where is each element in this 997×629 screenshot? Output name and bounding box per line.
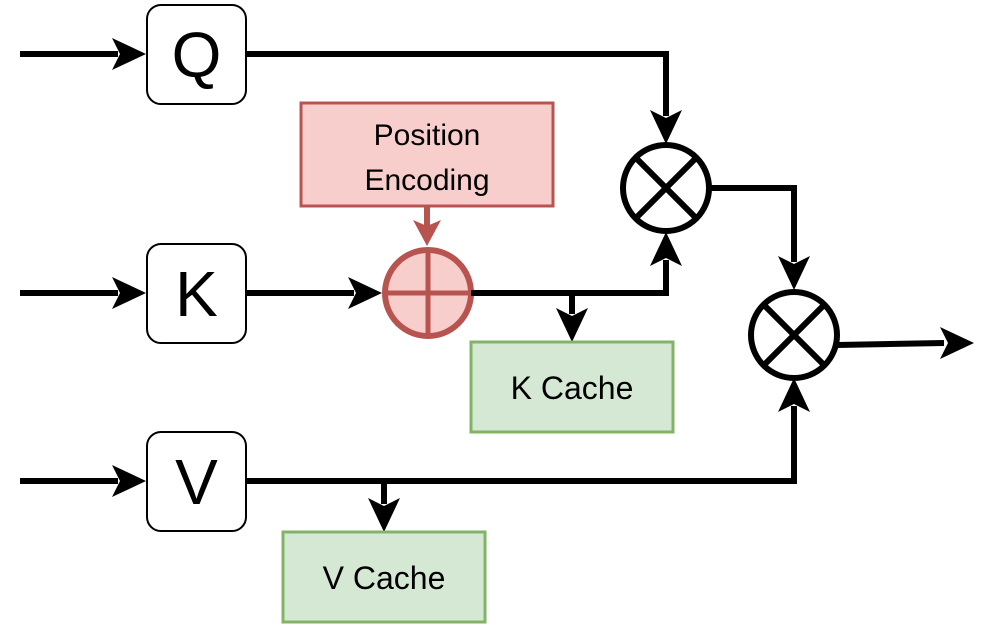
position-encoding-block: Position Encoding [299, 101, 555, 246]
add-operator [382, 247, 474, 339]
k-to-add-arrowhead [348, 277, 382, 309]
q-branch: Q [20, 4, 682, 144]
k-cache-box [469, 340, 675, 434]
v-branch: V V Cache [20, 378, 810, 624]
multiply-operator-qk [620, 142, 712, 234]
q-to-mult1-arrowhead [650, 110, 682, 144]
output-arrowhead [940, 327, 974, 359]
v-to-mult2-line [246, 406, 797, 484]
v-cache-box [281, 530, 487, 624]
q-to-mult1-line [246, 51, 669, 116]
mult1-to-mult2-arrowhead [778, 256, 810, 290]
q-label: Q [172, 19, 222, 91]
add-to-mult1-line [471, 260, 669, 296]
k-branch: K [20, 243, 382, 344]
v-cache-label: V Cache [323, 560, 446, 596]
v-input-arrowhead [112, 465, 146, 497]
position-encoding-line1: Position [374, 119, 481, 152]
k-label: K [175, 258, 218, 330]
position-encoding-box [299, 101, 555, 208]
k-input-arrowhead [112, 277, 146, 309]
add-to-mult1-arrowhead [650, 232, 682, 266]
v-to-mult2-arrowhead [778, 378, 810, 412]
k-cache-label: K Cache [511, 370, 634, 406]
position-encoding-down-arrowhead [413, 220, 441, 246]
multiply-operator-v [748, 289, 840, 381]
mult1-diag-b [633, 155, 699, 221]
mult2-diag-b [761, 302, 827, 368]
rotated-k-branch: K Cache [469, 232, 682, 434]
mult1-to-mult2-line [709, 185, 797, 262]
q-input-arrowhead [112, 38, 146, 70]
k-cache-branch-arrowhead [556, 308, 588, 342]
v-cache-branch-arrowhead [368, 498, 400, 532]
position-encoding-line2: Encoding [364, 164, 489, 197]
v-label: V [175, 446, 218, 518]
output-line [836, 340, 945, 348]
